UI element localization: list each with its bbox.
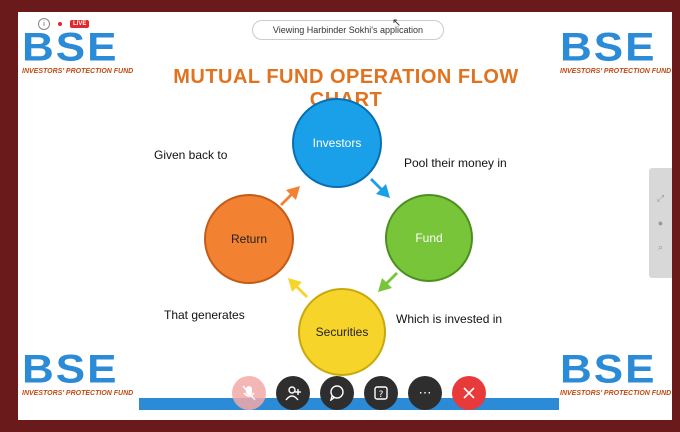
label-that-generates: That generates <box>164 308 245 322</box>
logo-brand: BSE <box>22 25 119 70</box>
live-badge: LIVE <box>70 20 90 28</box>
logo-brand: BSE <box>560 347 657 392</box>
node-fund: Fund <box>385 194 473 282</box>
qa-button[interactable]: ? <box>364 376 398 410</box>
chat-button[interactable] <box>320 376 354 410</box>
logo-tagline: INVESTORS' PROTECTION FUND <box>560 68 672 75</box>
side-toolbar: ⤢ ● ⌕ <box>649 168 672 278</box>
close-icon <box>463 387 475 399</box>
leave-button[interactable] <box>452 376 486 410</box>
logo-brand: BSE <box>22 347 119 392</box>
more-icon: ⋯ <box>418 385 432 400</box>
mouse-cursor-icon: ↖ <box>392 17 402 29</box>
logo-brand: BSE <box>560 25 657 70</box>
logo-tagline: INVESTORS' PROTECTION FUND <box>22 390 134 397</box>
mic-off-icon <box>242 385 256 401</box>
logo-top-left: BSE INVESTORS' PROTECTION FUND <box>22 26 134 75</box>
svg-text:?: ? <box>379 390 384 400</box>
viewing-banner: Viewing Harbinder Sokhi's application <box>252 20 444 40</box>
arrow-fund-to-securities-icon <box>378 272 398 292</box>
node-investors-label: Investors <box>312 136 362 150</box>
node-fund-label: Fund <box>415 231 443 245</box>
info-icon[interactable]: i <box>38 18 50 30</box>
zoom-icon[interactable]: ⌕ <box>657 242 664 252</box>
question-icon: ? <box>374 386 388 400</box>
node-return: Return <box>204 194 294 284</box>
arrow-investors-to-fund-icon <box>370 178 390 198</box>
settings-icon[interactable]: ● <box>657 218 664 228</box>
node-securities: Securities <box>298 288 386 376</box>
node-investors: Investors <box>292 98 382 188</box>
expand-icon[interactable]: ⤢ <box>656 193 665 203</box>
participants-icon <box>285 386 301 401</box>
shared-screen: i LIVE Viewing Harbinder Sokhi's applica… <box>18 12 672 420</box>
logo-bottom-right: BSE INVESTORS' PROTECTION FUND <box>560 348 672 397</box>
top-status-bar: i LIVE <box>38 18 90 30</box>
label-which-is-invested-in: Which is invested in <box>396 312 503 326</box>
node-return-label: Return <box>230 232 268 246</box>
logo-bottom-left: BSE INVESTORS' PROTECTION FUND <box>22 348 134 397</box>
more-button[interactable]: ⋯ <box>408 376 442 410</box>
label-given-back-to: Given back to <box>154 148 228 162</box>
participants-button[interactable] <box>276 376 310 410</box>
logo-tagline: INVESTORS' PROTECTION FUND <box>22 68 134 75</box>
recording-dot-icon <box>58 22 62 26</box>
chat-icon <box>330 385 344 401</box>
logo-tagline: INVESTORS' PROTECTION FUND <box>560 390 672 397</box>
node-securities-label: Securities <box>315 325 369 339</box>
arrow-return-to-investors-icon <box>280 186 300 206</box>
viewing-text: Viewing Harbinder Sokhi's application <box>272 25 424 35</box>
mic-button[interactable] <box>232 376 266 410</box>
label-pool-their-money-in: Pool their money in <box>404 156 507 170</box>
logo-top-right: BSE INVESTORS' PROTECTION FUND <box>560 26 672 75</box>
meeting-controls: ? ⋯ <box>232 376 486 410</box>
arrow-securities-to-return-icon <box>288 278 308 298</box>
